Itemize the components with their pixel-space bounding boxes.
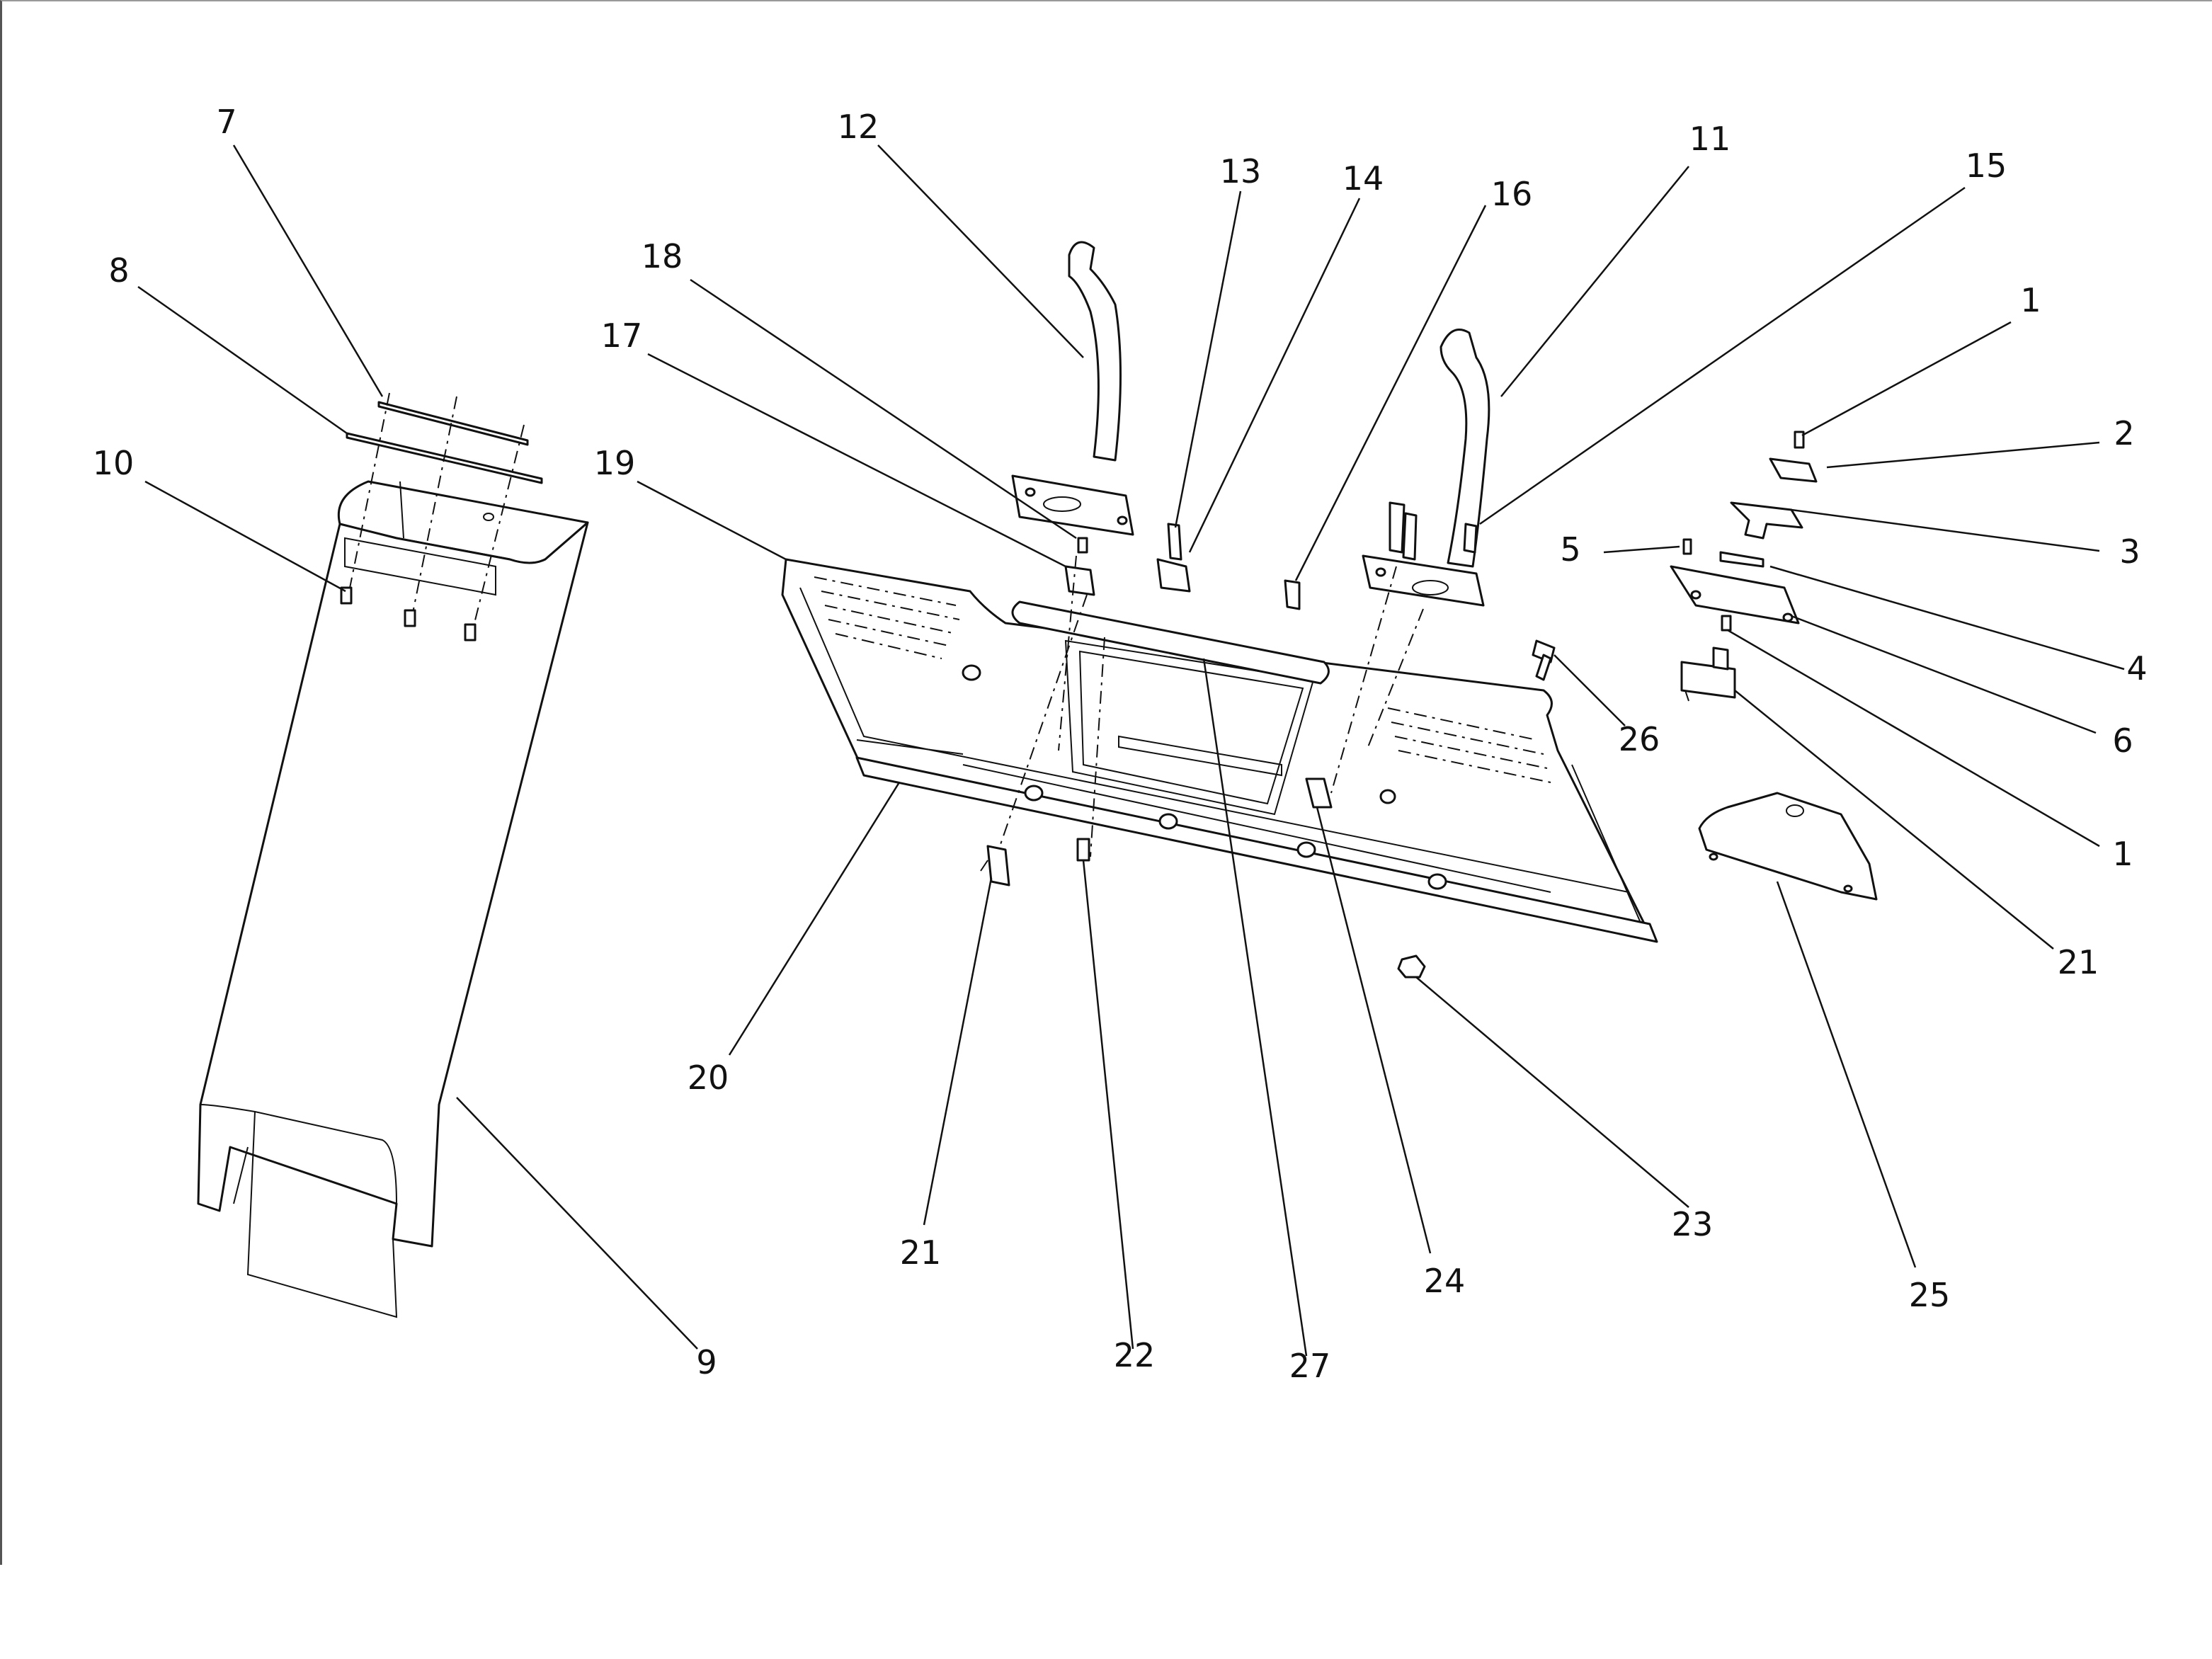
callout-5: 5 (1560, 530, 1580, 569)
callout-11: 11 (1689, 120, 1731, 158)
callout-14: 14 (1342, 159, 1384, 198)
bar-part-27 (1011, 600, 1330, 685)
callout-18: 18 (642, 237, 683, 275)
chute-part-9 (197, 480, 589, 1318)
callout-21-center: 21 (900, 1233, 942, 1272)
leader-lines (137, 144, 2125, 1357)
callout-1-bottom: 1 (2112, 835, 2133, 873)
callout-6: 6 (2112, 722, 2133, 760)
bracket-part-17 (1064, 537, 1095, 596)
callout-24: 24 (1424, 1262, 1466, 1300)
screws-part-10 (340, 392, 525, 642)
callout-9: 9 (696, 1343, 717, 1381)
callout-8: 8 (108, 251, 129, 290)
callout-19: 19 (594, 444, 636, 482)
callout-20: 20 (688, 1059, 729, 1097)
handle-part-11 (1362, 329, 1490, 607)
cover-plate-part-25 (1698, 792, 1878, 901)
small-parts-1-6 (1670, 431, 1818, 632)
fastener-part-21-center (980, 845, 1010, 886)
callout-labels: 7 8 10 9 12 18 17 19 13 14 16 11 15 1 2 … (93, 103, 2148, 1385)
callout-2: 2 (2114, 414, 2134, 452)
strip-part-7 (377, 401, 529, 446)
callout-7: 7 (216, 103, 236, 141)
callout-4: 4 (2126, 649, 2147, 688)
callout-22: 22 (1114, 1336, 1156, 1374)
rail-part-20 (855, 756, 1658, 943)
callout-12: 12 (838, 108, 879, 146)
callout-25: 25 (1909, 1276, 1951, 1314)
callout-16: 16 (1491, 175, 1533, 213)
fastener-part-21-right (1680, 646, 1736, 702)
callout-26: 26 (1619, 720, 1660, 758)
callout-3: 3 (2119, 532, 2140, 571)
alignment-lines (991, 555, 1424, 872)
callout-10: 10 (93, 444, 135, 482)
clip-part-24 (1305, 777, 1333, 809)
latch-part-13 (1156, 523, 1191, 593)
bolt-part-26 (1532, 639, 1556, 681)
callout-15: 15 (1966, 147, 2007, 185)
drawing-frame (0, 0, 2212, 1565)
nut-part-23 (1397, 954, 1426, 979)
handle-part-12 (1011, 241, 1134, 536)
bolt-part-16 (1284, 501, 1478, 610)
callout-17: 17 (601, 317, 643, 355)
callout-23: 23 (1672, 1205, 1714, 1243)
perforation-right (1387, 707, 1551, 783)
perforation-left (814, 576, 960, 659)
callout-13: 13 (1220, 152, 1262, 190)
fastener-part-22 (1076, 838, 1090, 862)
callout-27: 27 (1289, 1347, 1331, 1385)
callout-21-right: 21 (2058, 943, 2099, 981)
callout-1-top: 1 (2020, 281, 2041, 319)
